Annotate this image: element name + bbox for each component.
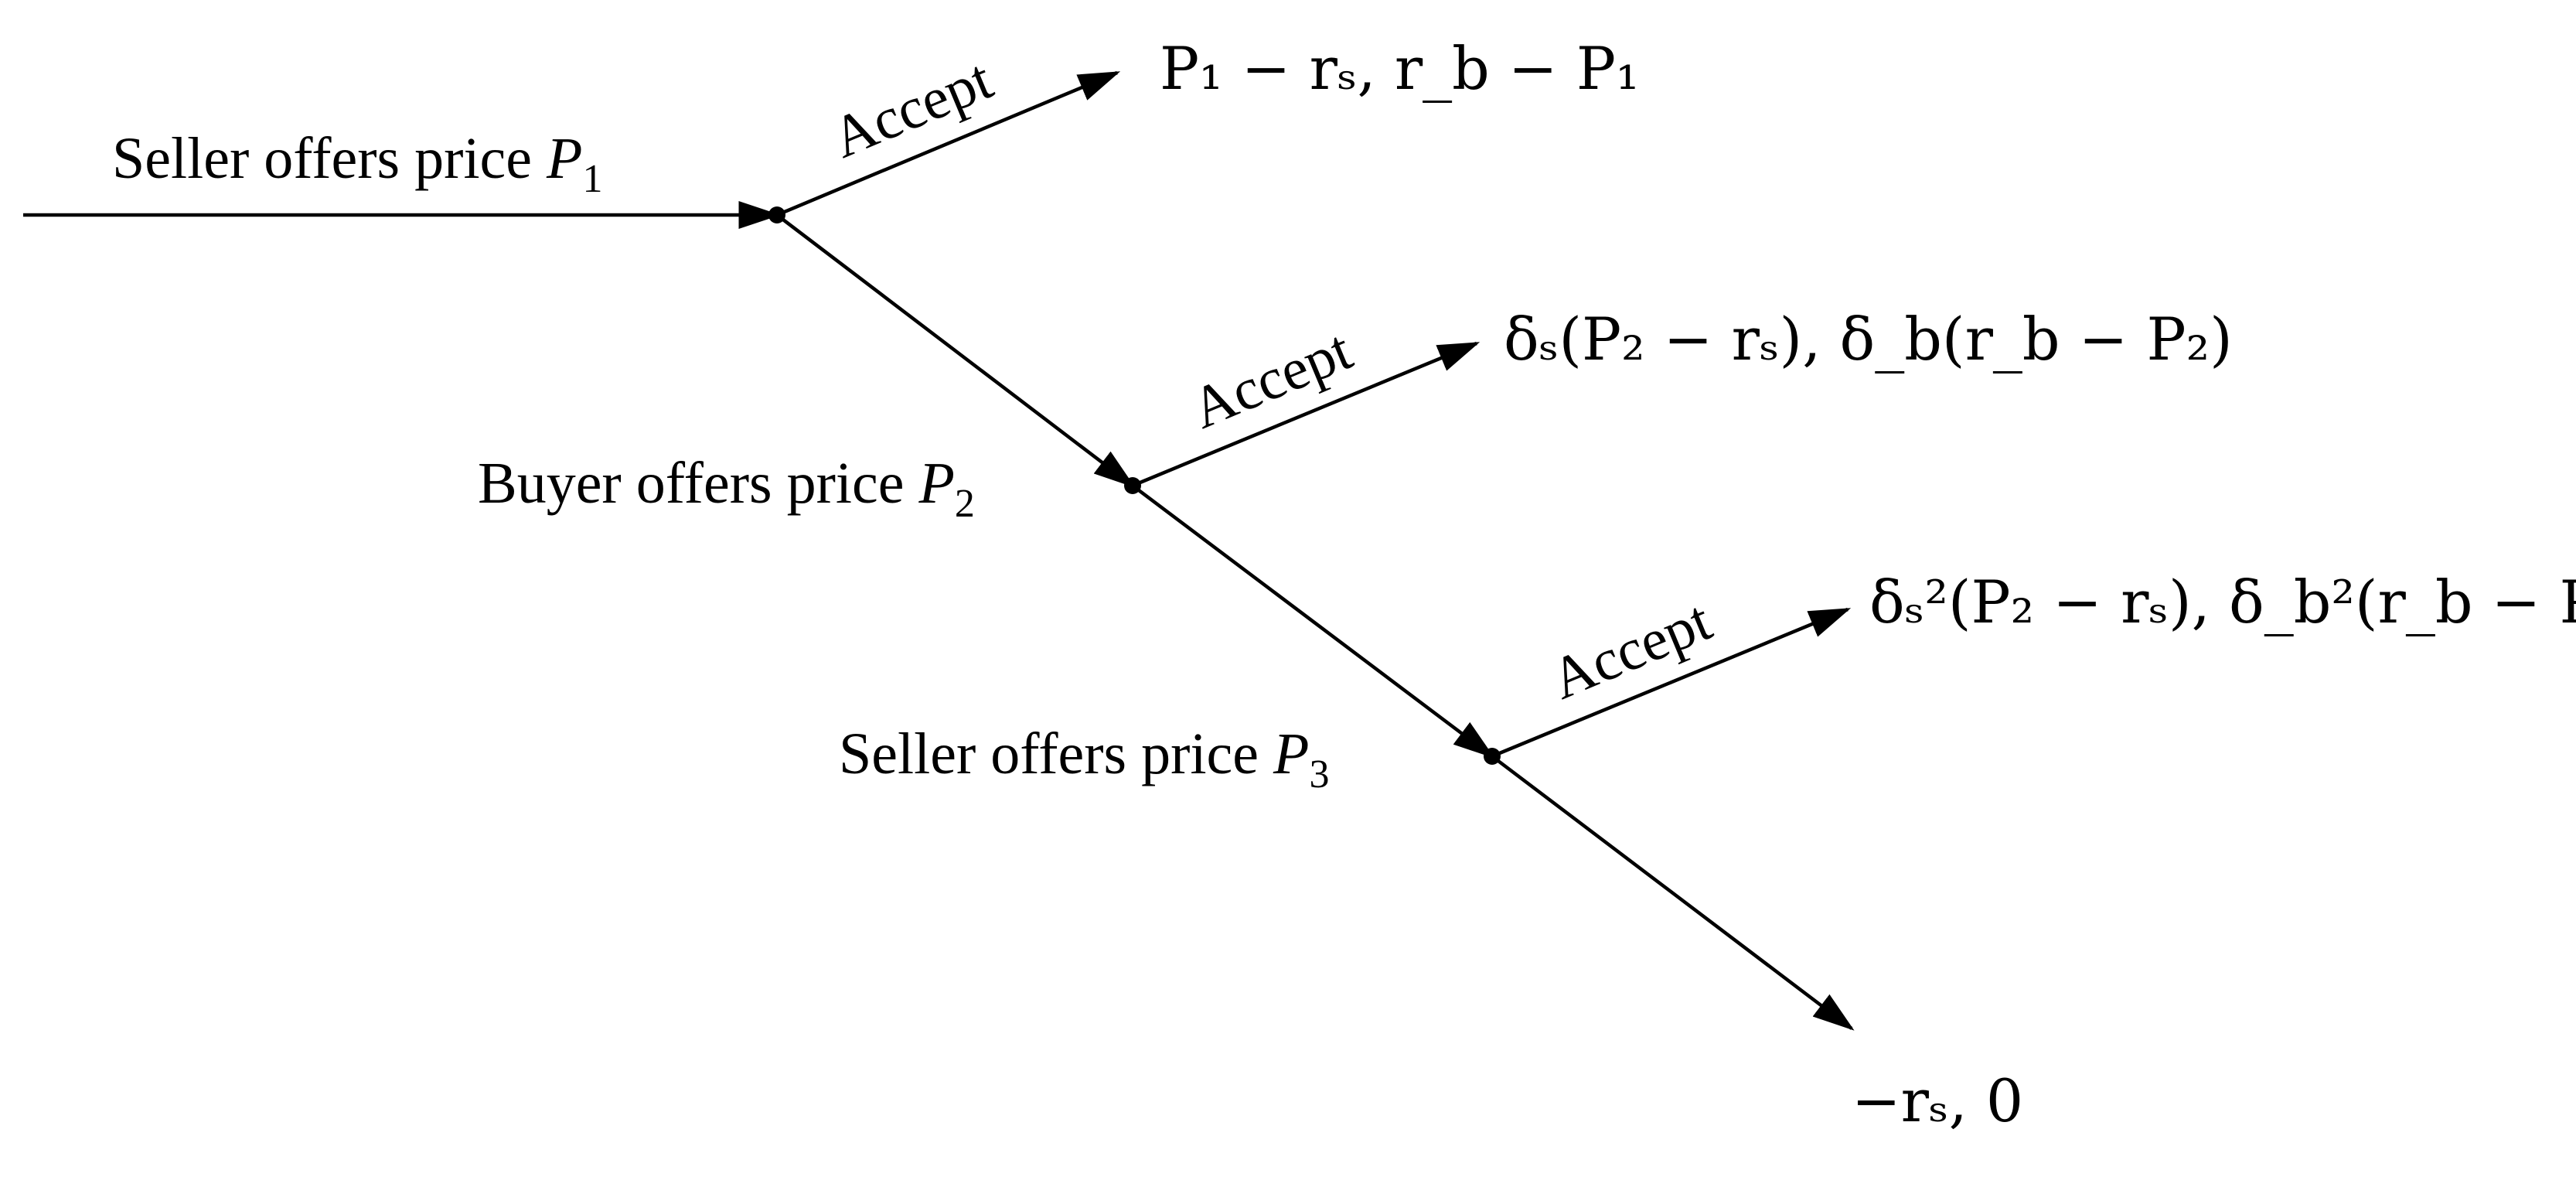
decision-node-1: [768, 206, 785, 223]
payoff-2: δₛ(P₂ − rₛ), δ_b(r_b − P₂): [1504, 305, 2233, 373]
node-label-1: Seller offers price P1: [112, 126, 602, 201]
node-label-3: Seller offers price P3: [839, 721, 1329, 796]
accept-label-3: Accept: [1542, 588, 1720, 712]
payoff-1: P₁ − rₛ, r_b − P₁: [1160, 34, 1639, 103]
payoff-3: δₛ²(P₂ − rₛ), δ_b²(r_b − P₃): [1869, 568, 2576, 636]
accept-edge-1: [776, 70, 1121, 217]
node-label-2: Buyer offers price P2: [478, 451, 975, 526]
accept-edge-2: [1132, 341, 1481, 488]
payoff-4: −rₛ, 0: [1852, 1066, 2023, 1135]
reject-edge-2: [1131, 484, 1495, 759]
accept-label-2: Accept: [1182, 317, 1361, 442]
accept-label-1: Accept: [823, 46, 1001, 171]
decision-node-3: [1484, 748, 1501, 765]
accept-edge-3: [1491, 607, 1852, 759]
reject-edge-1: [775, 213, 1136, 488]
reject-edge-3: [1491, 755, 1855, 1031]
decision-node-2: [1124, 477, 1141, 494]
